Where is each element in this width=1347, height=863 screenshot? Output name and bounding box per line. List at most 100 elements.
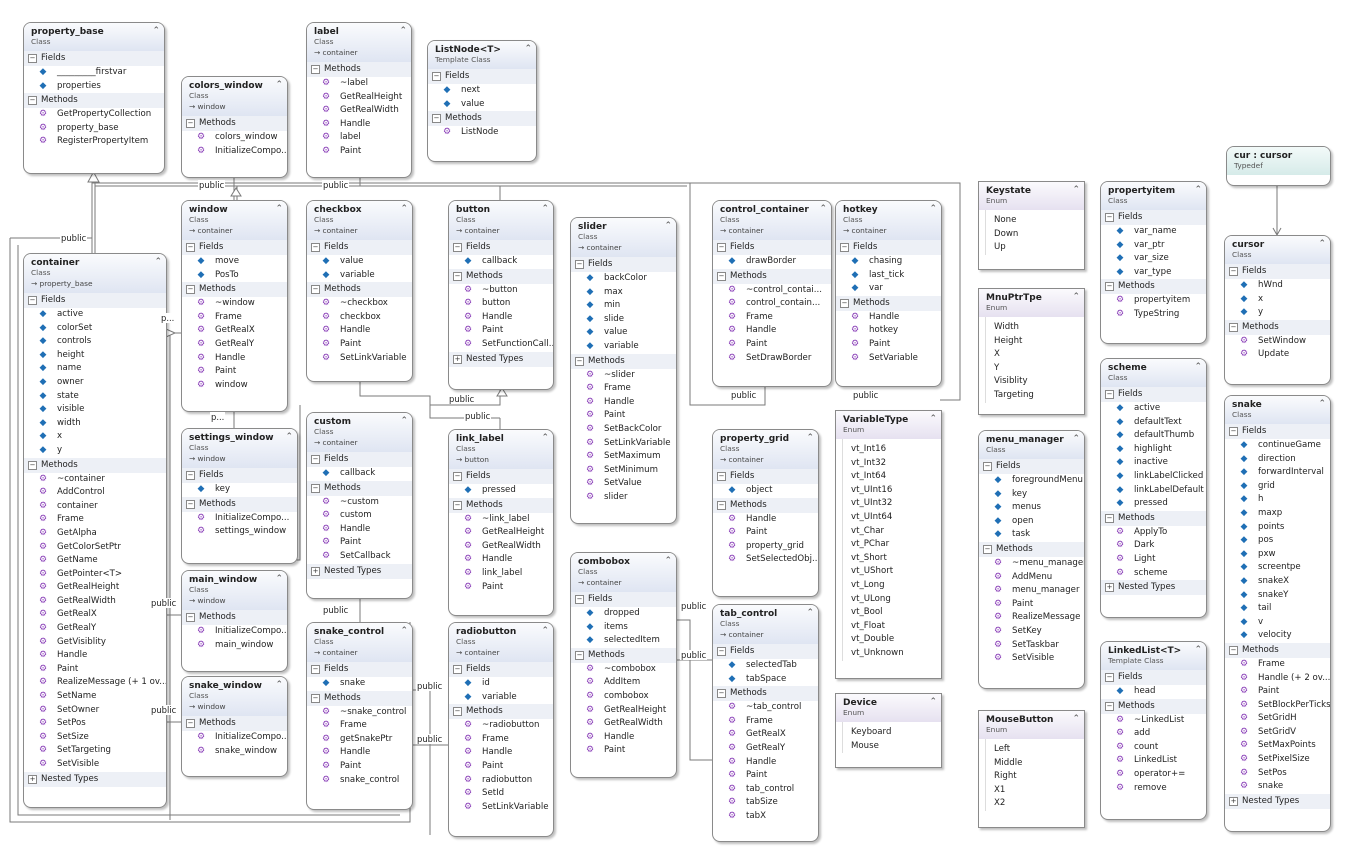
section-fields[interactable]: −Fields	[713, 240, 831, 255]
method-item[interactable]: ⚙Frame	[571, 382, 676, 396]
collapse-section-icon[interactable]: −	[311, 65, 320, 74]
method-item[interactable]: ⚙GetRealHeight	[571, 704, 676, 718]
section-methods[interactable]: −Methods	[182, 496, 297, 512]
method-item[interactable]: ⚙SetCallback	[307, 550, 412, 564]
field-item[interactable]: ◆value	[428, 98, 536, 112]
method-item[interactable]: ⚙~LinkedList	[1101, 714, 1206, 728]
collapse-section-icon[interactable]: −	[1105, 673, 1114, 682]
method-item[interactable]: ⚙SetTargeting	[24, 744, 166, 758]
collapse-section-icon[interactable]: −	[983, 544, 992, 554]
section-nested-types[interactable]: +Nested Types	[1101, 580, 1206, 596]
method-item[interactable]: ⚙SetVisible	[24, 758, 166, 772]
method-item[interactable]: ⚙SetVisible	[979, 652, 1084, 666]
section-methods[interactable]: −Methods	[1101, 698, 1206, 714]
enum-value[interactable]: Mouse	[843, 740, 941, 754]
method-item[interactable]: ⚙SetBackColor	[571, 423, 676, 437]
enum-value[interactable]: vt_Double	[843, 633, 941, 647]
field-item[interactable]: ◆state	[24, 390, 166, 404]
field-item[interactable]: ◆last_tick	[836, 269, 941, 283]
field-item[interactable]: ◆value	[571, 326, 676, 340]
field-item[interactable]: ◆linkLabelClicked	[1101, 470, 1206, 484]
collapse-chevron-icon[interactable]: ⌃	[541, 433, 549, 443]
section-methods[interactable]: −Methods	[713, 497, 818, 513]
enum-value[interactable]: vt_PChar	[843, 538, 941, 552]
field-item[interactable]: ◆active	[1101, 402, 1206, 416]
method-item[interactable]: ⚙GetRealY	[182, 338, 287, 352]
method-item[interactable]: ⚙~control_contai...	[713, 284, 831, 298]
section-fields[interactable]: −Fields	[836, 240, 941, 255]
field-item[interactable]: ◆variable	[307, 269, 412, 283]
field-item[interactable]: ◆chasing	[836, 255, 941, 269]
collapse-chevron-icon[interactable]: ⌃	[1072, 714, 1080, 724]
collapse-section-icon[interactable]: −	[1105, 282, 1114, 292]
method-item[interactable]: ⚙control_contain...	[713, 297, 831, 311]
method-item[interactable]: ⚙SetPos	[24, 717, 166, 731]
section-fields[interactable]: −Fields	[449, 240, 553, 255]
method-item[interactable]: ⚙Handle	[24, 649, 166, 663]
method-item[interactable]: ⚙InitializeCompo...	[182, 512, 297, 526]
field-item[interactable]: ◆y	[1225, 306, 1330, 320]
section-methods[interactable]: −Methods	[1225, 319, 1330, 335]
collapse-chevron-icon[interactable]: ⌃	[929, 414, 937, 424]
collapse-section-icon[interactable]: −	[1229, 322, 1238, 332]
method-item[interactable]: ⚙InitializeCompo...	[182, 731, 287, 745]
field-item[interactable]: ◆pxw	[1225, 548, 1330, 562]
method-item[interactable]: ⚙colors_window	[182, 131, 287, 145]
section-methods[interactable]: −Methods	[449, 497, 553, 513]
collapse-section-icon[interactable]: −	[186, 719, 195, 728]
section-methods[interactable]: −Methods	[428, 111, 536, 127]
method-item[interactable]: ⚙snake	[1225, 780, 1330, 794]
section-methods[interactable]: −Methods	[24, 93, 164, 109]
field-item[interactable]: ◆var_name	[1101, 225, 1206, 239]
enum-value[interactable]: Height	[986, 335, 1084, 349]
method-item[interactable]: ⚙AddItem	[571, 676, 676, 690]
method-item[interactable]: ⚙Paint	[307, 338, 412, 352]
method-item[interactable]: ⚙add	[1101, 727, 1206, 741]
section-fields[interactable]: −Fields	[24, 51, 164, 66]
method-item[interactable]: ⚙Light	[1101, 553, 1206, 567]
method-item[interactable]: ⚙operator+=	[1101, 768, 1206, 782]
field-item[interactable]: ◆owner	[24, 376, 166, 390]
field-item[interactable]: ◆direction	[1225, 453, 1330, 467]
method-item[interactable]: ⚙snake_control	[307, 774, 412, 788]
enum-value[interactable]: Middle	[986, 757, 1084, 771]
method-item[interactable]: ⚙~slider	[571, 369, 676, 383]
method-item[interactable]: ⚙SetDrawBorder	[713, 352, 831, 366]
enum-value[interactable]: vt_UInt64	[843, 511, 941, 525]
method-item[interactable]: ⚙~checkbox	[307, 297, 412, 311]
method-item[interactable]: ⚙link_label	[449, 567, 553, 581]
enum-value[interactable]: X2	[986, 797, 1084, 811]
class-box-listnode[interactable]: ListNode<T>Template Class⌃−Fields◆next◆v…	[427, 40, 537, 162]
method-item[interactable]: ⚙Paint	[24, 663, 166, 677]
section-methods[interactable]: −Methods	[182, 282, 287, 298]
method-item[interactable]: ⚙GetRealY	[713, 742, 818, 756]
method-item[interactable]: ⚙AddMenu	[979, 571, 1084, 585]
collapse-chevron-icon[interactable]: ⌃	[929, 697, 937, 707]
field-item[interactable]: ◆callback	[307, 467, 412, 481]
field-item[interactable]: ◆key	[182, 483, 297, 497]
section-methods[interactable]: −Methods	[1101, 510, 1206, 526]
collapse-chevron-icon[interactable]: ⌃	[1194, 362, 1202, 372]
method-item[interactable]: ⚙RealizeMessage	[979, 611, 1084, 625]
method-item[interactable]: ⚙Paint	[449, 581, 553, 595]
method-item[interactable]: ⚙SetValue	[571, 477, 676, 491]
section-methods[interactable]: −Methods	[713, 268, 831, 284]
method-item[interactable]: ⚙TypeString	[1101, 308, 1206, 322]
method-item[interactable]: ⚙SetVariable	[836, 352, 941, 366]
section-fields[interactable]: −Fields	[979, 459, 1084, 474]
field-item[interactable]: ◆variable	[449, 691, 553, 705]
collapse-section-icon[interactable]: −	[453, 665, 462, 674]
method-item[interactable]: ⚙~button	[449, 284, 553, 298]
method-item[interactable]: ⚙Frame	[449, 733, 553, 747]
method-item[interactable]: ⚙Handle (+ 2 ov...	[1225, 672, 1330, 686]
section-fields[interactable]: −Fields	[571, 257, 676, 272]
collapse-chevron-icon[interactable]: ⌃	[275, 204, 283, 214]
collapse-section-icon[interactable]: −	[311, 693, 320, 703]
method-item[interactable]: ⚙Paint	[713, 338, 831, 352]
